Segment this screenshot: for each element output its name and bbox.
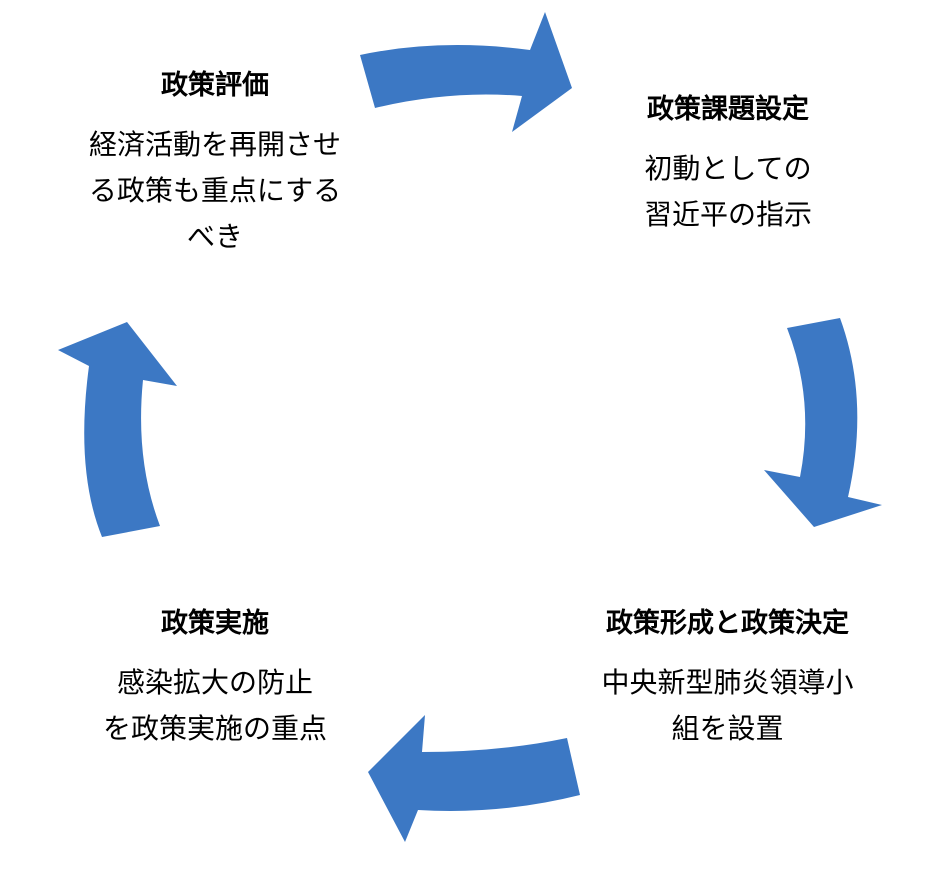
stage-description: 感染拡大の防止 を政策実施の重点 <box>102 666 327 745</box>
stage-issue-setting: 政策課題設定 初動としての 習近平の指示 <box>598 90 858 238</box>
stage-title: 政策評価 <box>161 70 269 101</box>
stage-evaluation: 政策評価 経済活動を再開させ る政策も重点にする べき <box>60 66 370 260</box>
stage-formulation: 政策形成と政策決定 中央新型肺炎領導小 組を設置 <box>565 604 890 752</box>
stage-title: 政策形成と政策決定 <box>606 608 849 639</box>
arrow-issue-to-formulation <box>764 318 882 527</box>
stage-implementation: 政策実施 感染拡大の防止 を政策実施の重点 <box>60 604 370 752</box>
arrow-eval-to-issue <box>360 12 572 132</box>
stage-description: 初動としての 習近平の指示 <box>643 152 812 231</box>
stage-title: 政策課題設定 <box>647 94 809 125</box>
arrow-formulation-to-implementation <box>368 715 580 842</box>
arrow-implementation-to-evaluation <box>58 322 177 537</box>
stage-description: 中央新型肺炎領導小 組を設置 <box>601 666 854 745</box>
stage-description: 経済活動を再開させ る政策も重点にする べき <box>88 128 342 253</box>
stage-title: 政策実施 <box>161 608 269 639</box>
